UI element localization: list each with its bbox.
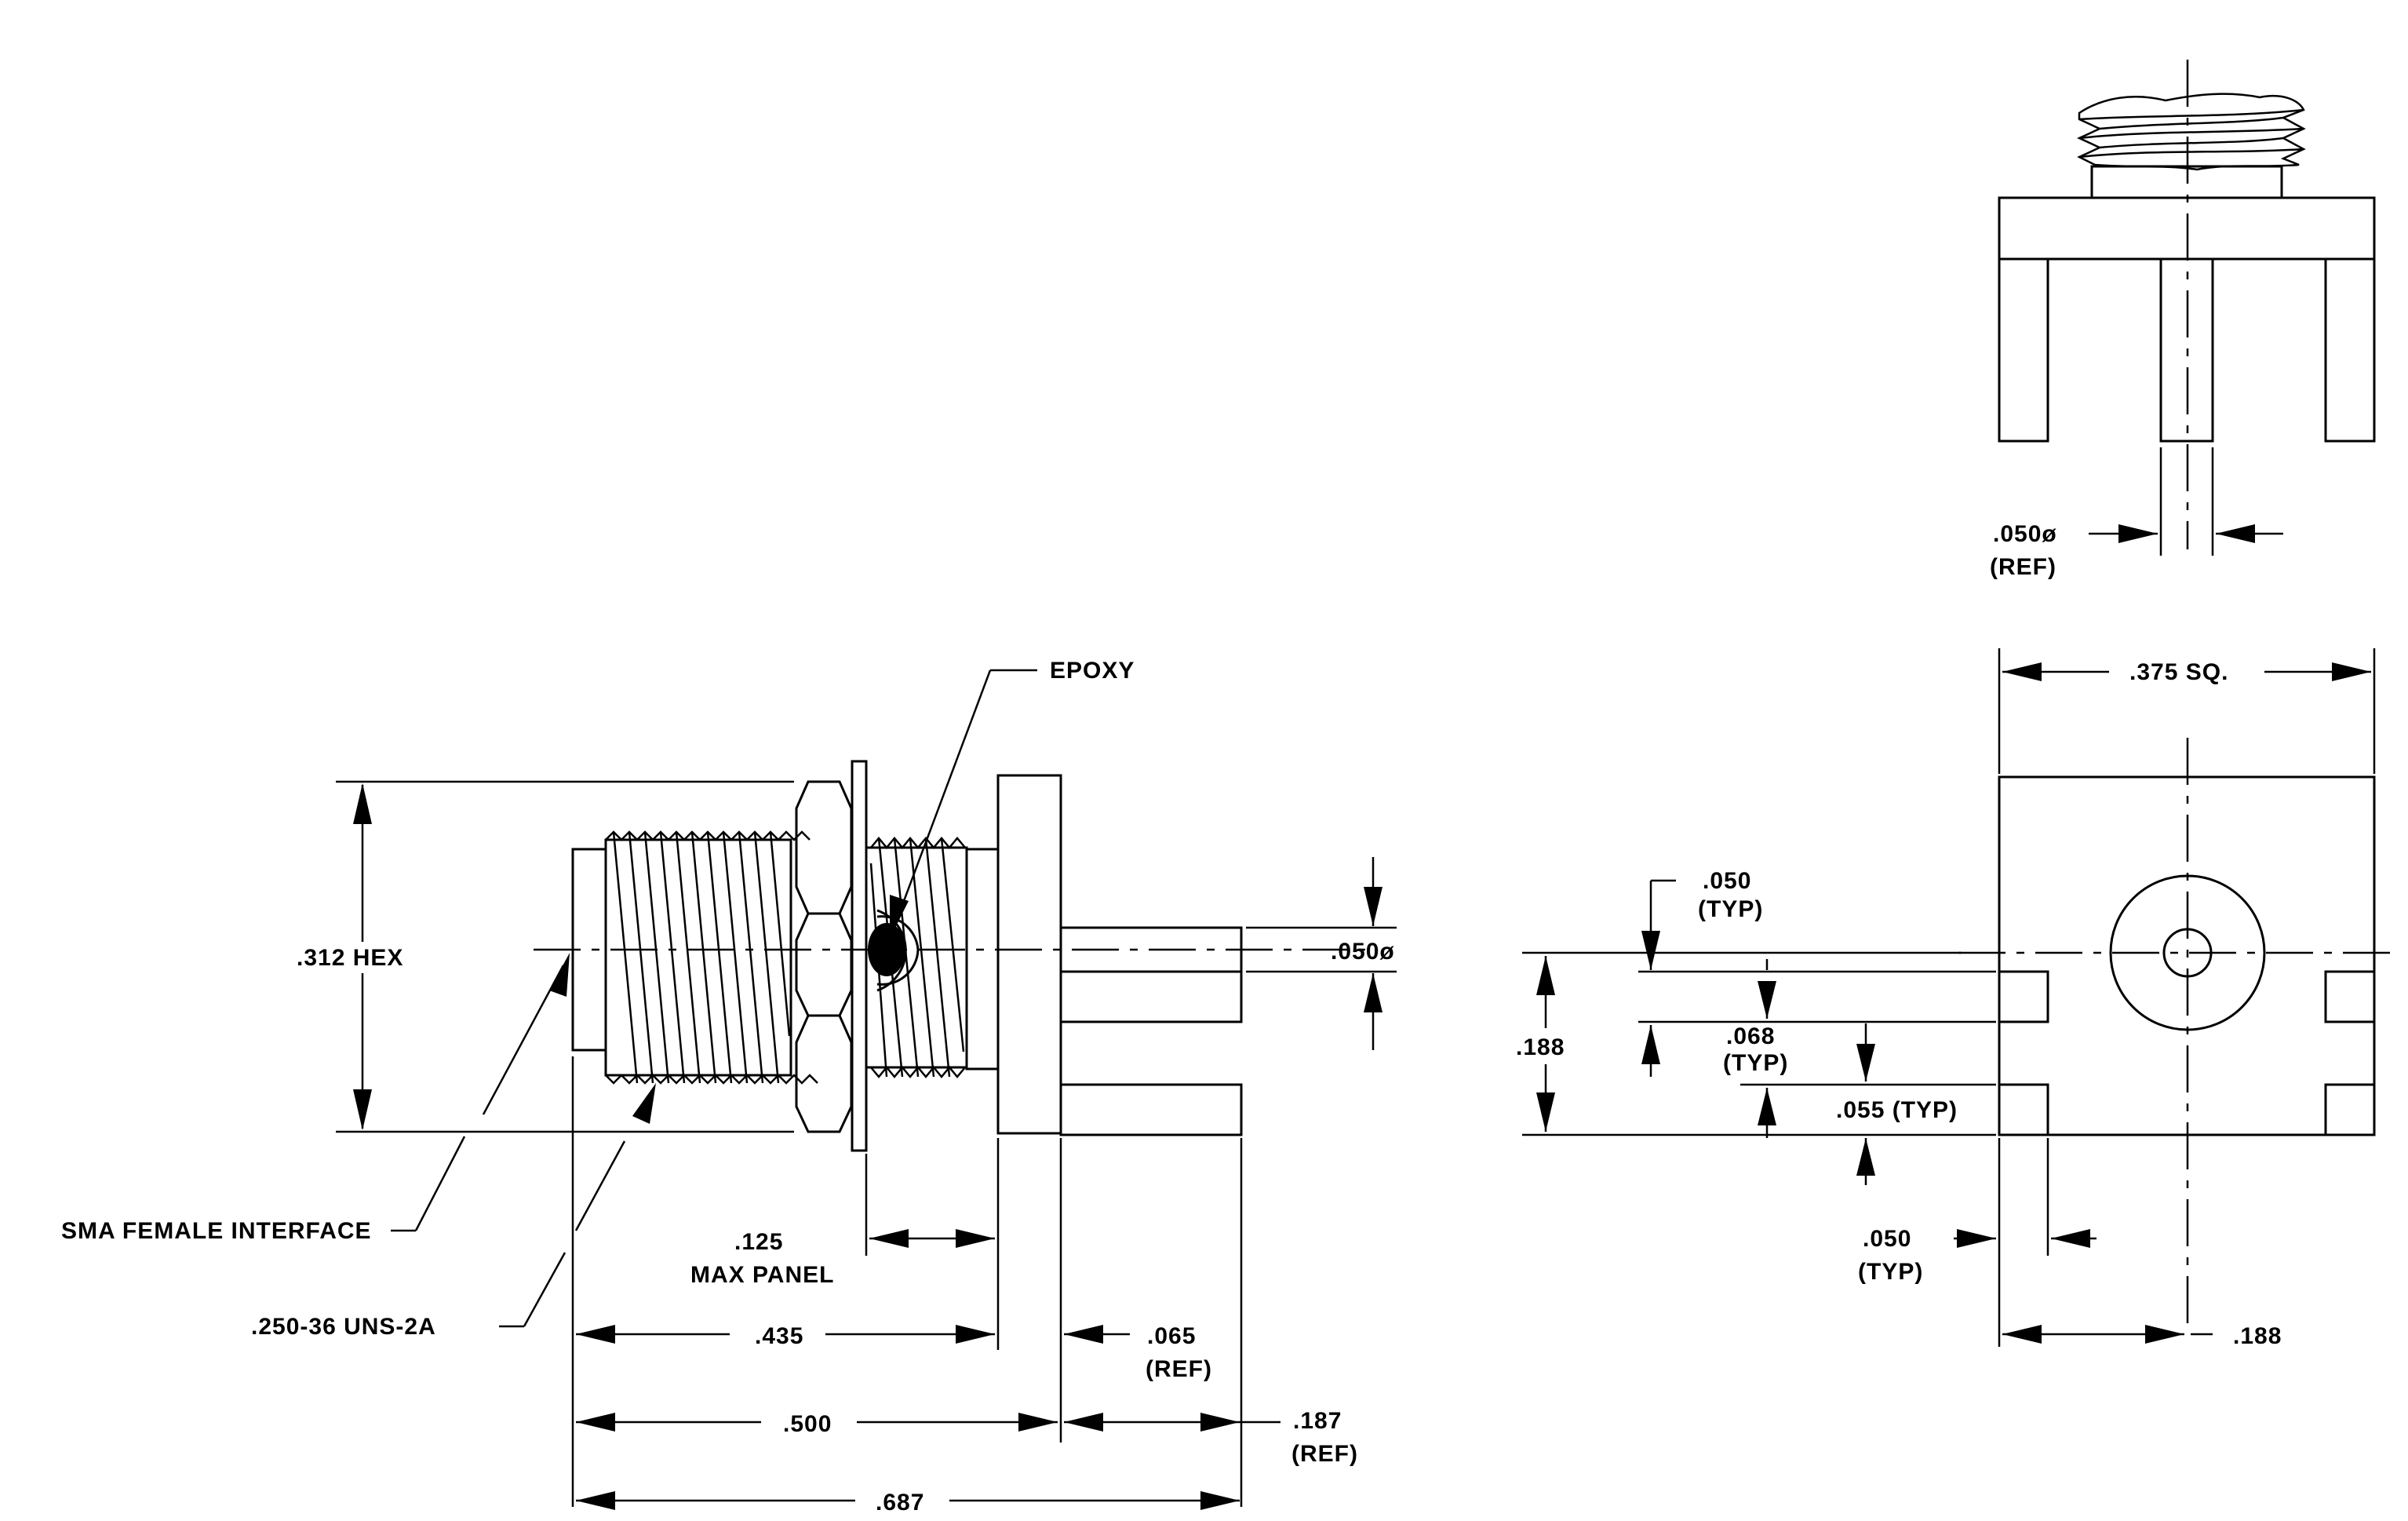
d187-label: .187 xyxy=(1293,1408,1342,1434)
d068-label: .068 xyxy=(1726,1023,1775,1049)
d065-label: .065 xyxy=(1147,1323,1196,1349)
d188-left-label: .188 xyxy=(1516,1034,1565,1060)
top-pin-dia-label: .050ø xyxy=(1993,521,2057,547)
epoxy-label: EPOXY xyxy=(1050,658,1135,684)
washer xyxy=(851,760,868,1152)
hex-label: .312 HEX xyxy=(297,945,403,971)
panel-value: .125 xyxy=(734,1229,783,1255)
sq-label: .375 SQ. xyxy=(2129,659,2228,685)
d435-label: .435 xyxy=(755,1323,803,1349)
d055-label: .055 (TYP) xyxy=(1836,1097,1958,1123)
side-view: .312 HEX EPOXY SMA FEMALE INTERFACE .250… xyxy=(61,658,1397,1516)
d500-label: .500 xyxy=(783,1411,832,1437)
d065-ref: (REF) xyxy=(1146,1356,1212,1382)
pin-dia-left-label: .050ø xyxy=(1331,939,1395,965)
flange xyxy=(996,774,1062,1135)
top-pin-ref: (REF) xyxy=(1990,554,2056,580)
sma-label: SMA FEMALE INTERFACE xyxy=(61,1218,372,1244)
top-threads xyxy=(2077,93,2306,171)
d687-label: .687 xyxy=(876,1490,924,1516)
panel-text: MAX PANEL xyxy=(690,1262,834,1288)
d050-top-typ: (TYP) xyxy=(1698,896,1763,922)
d050-bot-typ: (TYP) xyxy=(1858,1259,1923,1285)
top-view: .050ø (REF) xyxy=(1990,60,2376,580)
d187-ref: (REF) xyxy=(1291,1441,1358,1467)
d068-typ: (TYP) xyxy=(1723,1050,1788,1076)
thread-label: .250-36 UNS-2A xyxy=(251,1314,436,1340)
front-threads xyxy=(605,830,818,1085)
d188-bot-label: .188 xyxy=(2233,1323,2282,1349)
upper-pin xyxy=(1059,970,1243,1023)
d050-top-label: .050 xyxy=(1703,868,1751,894)
hex-nut xyxy=(795,780,853,1133)
bottom-view: .375 SQ. .188 .050 (TYP) xyxy=(1516,648,2401,1349)
lower-pin xyxy=(1059,1083,1243,1136)
d050-bot-label: .050 xyxy=(1863,1226,1911,1252)
epoxy-dot xyxy=(868,923,905,976)
